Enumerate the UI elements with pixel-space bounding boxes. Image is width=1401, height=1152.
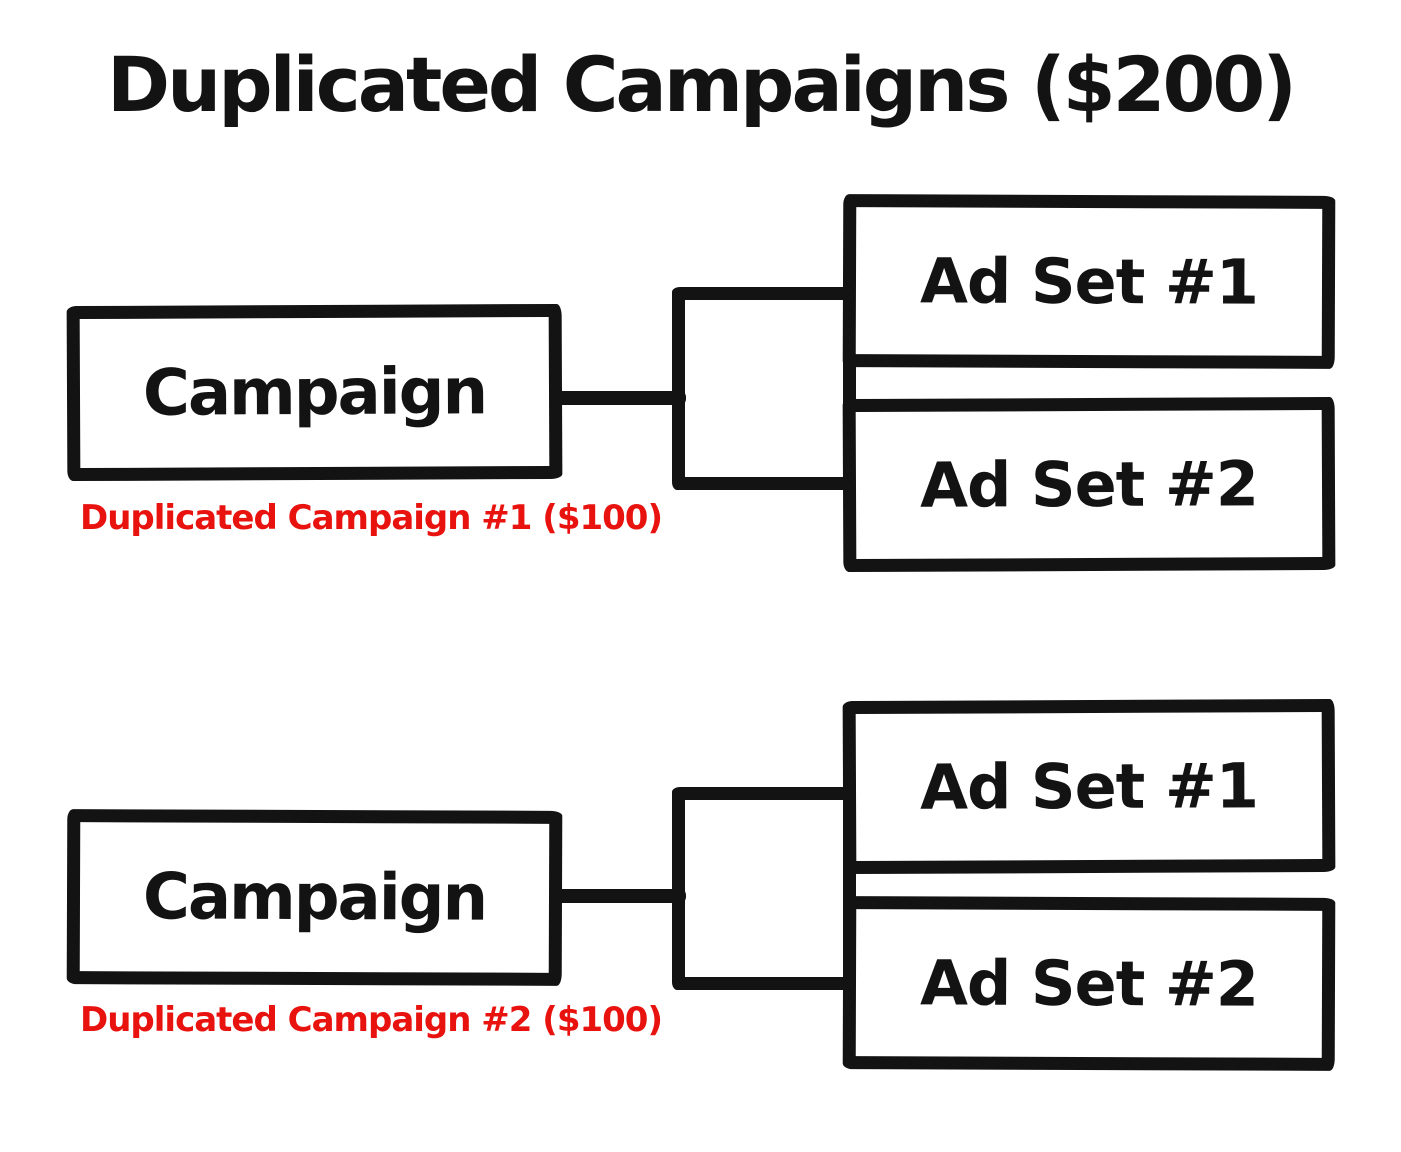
ad-set-2-label-group-2: Ad Set #2 (919, 946, 1259, 1021)
connector-line-1 (552, 391, 686, 405)
ad-set-1-box-group-1: Ad Set #1 (842, 194, 1336, 369)
ad-set-1-box-group-2: Ad Set #1 (842, 698, 1336, 875)
ad-set-2-label-group-1: Ad Set #2 (919, 447, 1259, 522)
ad-set-1-label-group-1: Ad Set #1 (919, 244, 1259, 319)
caption-duplicated-campaign-2: Duplicated Campaign #2 ($100) (80, 1000, 663, 1040)
ad-set-2-box-group-1: Ad Set #2 (842, 396, 1336, 573)
ad-set-2-box-group-2: Ad Set #2 (842, 896, 1336, 1071)
campaign-label-2: Campaign (142, 859, 487, 936)
campaign-label-1: Campaign (142, 354, 487, 431)
caption-duplicated-campaign-1: Duplicated Campaign #1 ($100) (80, 498, 663, 538)
connector-line-2 (552, 889, 686, 903)
campaign-box-1: Campaign (66, 303, 563, 482)
ad-set-1-label-group-2: Ad Set #1 (919, 749, 1259, 824)
fork-connector-2 (672, 787, 856, 990)
campaign-box-2: Campaign (66, 809, 563, 986)
diagram-title: Duplicated Campaigns ($200) (107, 40, 1297, 129)
fork-connector-1 (672, 287, 856, 490)
